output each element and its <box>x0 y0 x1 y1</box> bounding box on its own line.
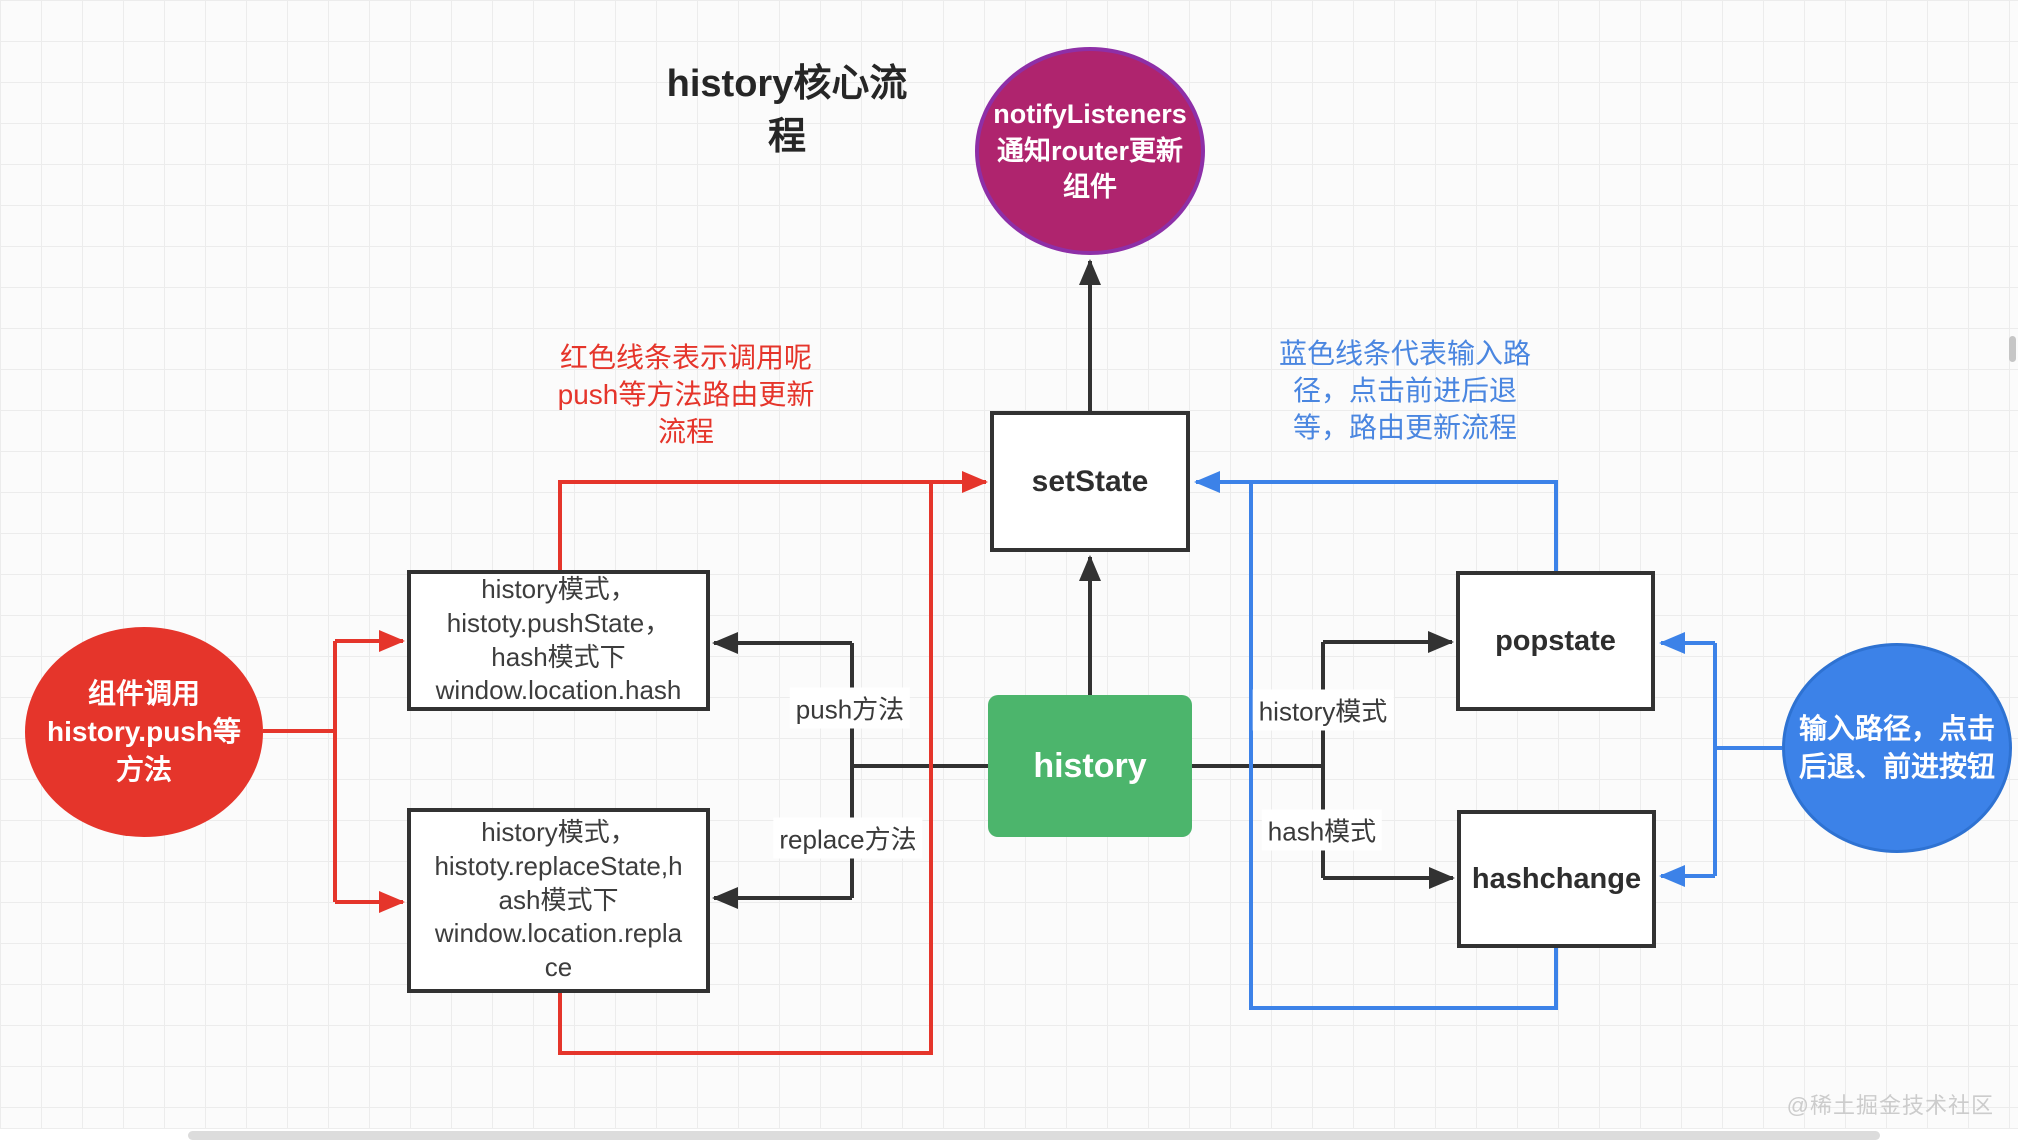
page-title: history核心流 程 <box>666 63 908 159</box>
node-history: history <box>988 695 1192 837</box>
horizontal-scrollbar[interactable] <box>0 1128 2018 1142</box>
vertical-scrollbar-thumb[interactable] <box>2009 336 2016 362</box>
node-notifylisteners: notifyListeners 通知router更新 组件 <box>975 47 1205 255</box>
edge-label-replace: replace方法 <box>773 817 923 859</box>
edge-label-push: push方法 <box>789 687 911 729</box>
watermark: @稀土掘金技术社区 <box>1786 1093 1994 1118</box>
arrow-popstate-to-setstate <box>1194 471 1558 571</box>
node-hashchange: hashchange <box>1457 810 1656 948</box>
wire-replacestate-box-loop-to-setstate <box>558 482 933 1055</box>
node-input-path: 输入路径，点击 后退、前进按钮 <box>1782 643 2012 853</box>
wire-hashchange-loop-to-setstate <box>1249 482 1558 1010</box>
red-line-annotation: 红色线条表示调用呢 push等方法路由更新 流程 <box>557 342 815 447</box>
node-component-call: 组件调用 history.push等 方法 <box>25 627 263 837</box>
node-setstate: setState <box>990 411 1190 552</box>
edge-label-history-mode: history模式 <box>1252 689 1394 731</box>
wire-component-call-branch <box>263 641 337 902</box>
horizontal-scrollbar-thumb[interactable] <box>188 1131 1880 1140</box>
wire-history-left-branch <box>850 643 988 898</box>
wire-input-path-branch <box>1713 643 1782 876</box>
node-pushstate-box: history模式， histoty.pushState， hash模式下 wi… <box>407 570 710 711</box>
edge-label-hash-mode: hash模式 <box>1261 809 1383 851</box>
node-replacestate-box: history模式， histoty.replaceState,h ash模式下… <box>407 808 710 993</box>
arrow-pushstate-box-to-setstate <box>558 471 988 570</box>
node-popstate: popstate <box>1456 571 1655 711</box>
blue-line-annotation: 蓝色线条代表输入路 径，点击前进后退 等，路由更新流程 <box>1278 338 1531 443</box>
